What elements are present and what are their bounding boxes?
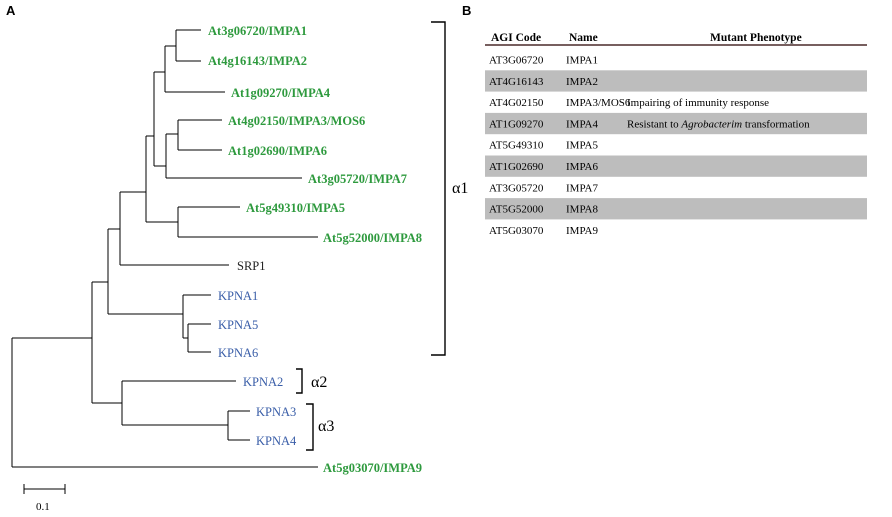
cell-mutant-phenotype: Resistant to Agrobacterim transformation <box>627 118 810 130</box>
cell-name: IMPA5 <box>566 140 598 152</box>
table-row: AT1G02690 IMPA6 <box>485 155 867 177</box>
leaf-label: KPNA5 <box>218 318 258 332</box>
panel-b-label: B <box>462 3 471 18</box>
tree-leaf-labels: At3g06720/IMPA1 At4g16143/IMPA2 At1g0927… <box>208 24 422 475</box>
cell-agi-code: AT5G49310 <box>489 140 544 152</box>
cell-name: IMPA6 <box>566 161 598 173</box>
cell-agi-code: AT3G06720 <box>489 55 544 67</box>
leaf-label: KPNA6 <box>218 346 258 360</box>
cell-agi-code: AT5G52000 <box>489 204 544 216</box>
table-row: AT3G06720 IMPA1 <box>489 55 598 67</box>
row-shading <box>485 198 867 220</box>
cell-name: IMPA1 <box>566 55 598 67</box>
cell-name: IMPA3/MOS6 <box>566 97 631 109</box>
leaf-label: At5g52000/IMPA8 <box>323 231 422 245</box>
alpha3-bracket <box>306 403 314 451</box>
cell-name: IMPA9 <box>566 225 598 237</box>
phenotype-table: AGI Code Name Mutant Phenotype AT3G06720… <box>485 32 867 237</box>
scale-bar: 0.1 <box>23 484 66 513</box>
cell-agi-code: AT4G16143 <box>489 76 544 88</box>
leaf-label: At3g06720/IMPA1 <box>208 24 307 38</box>
column-header-name: Name <box>569 32 598 44</box>
cell-name: IMPA7 <box>566 182 598 194</box>
panel-a-label: A <box>6 3 16 18</box>
alpha1-label: α1 <box>452 180 468 197</box>
cell-agi-code: AT5G03070 <box>489 225 544 237</box>
cell-agi-code: AT1G09270 <box>489 118 544 130</box>
phylogenetic-tree: At3g06720/IMPA1 At4g16143/IMPA2 At1g0927… <box>11 21 468 513</box>
table-row: AT5G03070 IMPA9 <box>489 225 598 237</box>
cell-mutant-phenotype: Impairing of immunity response <box>627 97 769 109</box>
leaf-label: At4g16143/IMPA2 <box>208 54 307 68</box>
cell-name: IMPA4 <box>566 118 598 130</box>
leaf-label: KPNA4 <box>256 434 297 448</box>
cell-name: IMPA2 <box>566 76 598 88</box>
leaf-label: SRP1 <box>237 259 266 273</box>
table-row: AT5G52000 IMPA8 <box>485 198 867 220</box>
leaf-label: At1g09270/IMPA4 <box>231 86 331 100</box>
row-shading <box>485 155 867 177</box>
leaf-label: At5g49310/IMPA5 <box>246 201 345 215</box>
leaf-label: At3g05720/IMPA7 <box>308 172 407 186</box>
leaf-label: At4g02150/IMPA3/MOS6 <box>228 114 365 128</box>
tree-branches <box>11 29 318 468</box>
row-shading <box>485 70 867 92</box>
cell-agi-code: AT1G02690 <box>489 161 544 173</box>
alpha2-bracket <box>296 368 303 394</box>
row-shading <box>485 112 867 135</box>
cell-agi-code: AT4G02150 <box>489 97 544 109</box>
table-row: AT1G09270 IMPA4 Resistant to Agrobacterim … <box>485 112 867 135</box>
leaf-label: At1g02690/IMPA6 <box>228 144 327 158</box>
table-row: AT3G05720 IMPA7 <box>489 182 598 194</box>
alpha2-label: α2 <box>311 374 327 391</box>
leaf-label: KPNA2 <box>243 375 283 389</box>
column-header-mutant-phenotype: Mutant Phenotype <box>710 32 802 44</box>
table-row: AT4G16143 IMPA2 <box>485 70 867 92</box>
cell-agi-code: AT3G05720 <box>489 182 544 194</box>
alpha1-bracket <box>431 21 446 356</box>
leaf-label: At5g03070/IMPA9 <box>323 461 422 475</box>
alpha3-label: α3 <box>318 418 334 435</box>
leaf-label: KPNA1 <box>218 289 258 303</box>
leaf-label: KPNA3 <box>256 405 296 419</box>
cell-name: IMPA8 <box>566 204 598 216</box>
table-row: AT5G49310 IMPA5 <box>489 140 598 152</box>
column-header-agi-code: AGI Code <box>491 32 541 44</box>
clade-brackets: α1 α2 α3 <box>296 21 468 451</box>
scale-bar-label: 0.1 <box>36 501 50 513</box>
